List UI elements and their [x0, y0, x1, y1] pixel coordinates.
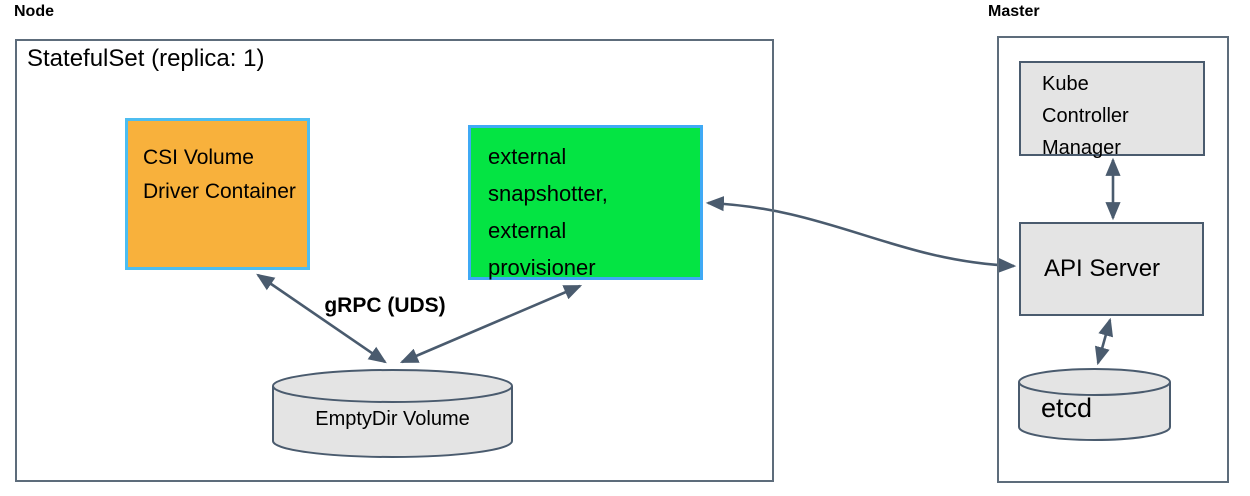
master-boundary-box — [997, 36, 1229, 483]
arrow-sidecar-to-emptydir — [399, 284, 583, 364]
csi-volume-driver-box: CSI Volume Driver Container — [125, 118, 310, 270]
node-boundary-box — [15, 39, 774, 482]
arrow-apiserver-to-etcd — [1094, 317, 1114, 366]
arrow-sidecar-to-apiserver — [705, 196, 1017, 273]
kube-controller-manager-box: Kube Controller Manager — [1019, 61, 1205, 159]
api-server-box: API Server — [1019, 222, 1204, 316]
etcd-cylinder-label: etcd — [1041, 393, 1093, 423]
emptydir-cylinder — [272, 369, 513, 458]
arrow-csi-to-emptydir — [256, 273, 387, 364]
statefulset-title: StatefulSet (replica: 1) — [27, 45, 265, 72]
etcd-cylinder — [1018, 368, 1171, 441]
grpc-uds-arrow-label: gRPC (UDS) — [324, 294, 446, 317]
external-sidecars-box: external snapshotter, external provision… — [468, 125, 703, 280]
node-section-label: Node — [14, 3, 54, 20]
emptydir-cylinder-label: EmptyDir Volume — [315, 408, 470, 430]
master-section-label: Master — [988, 3, 1040, 20]
